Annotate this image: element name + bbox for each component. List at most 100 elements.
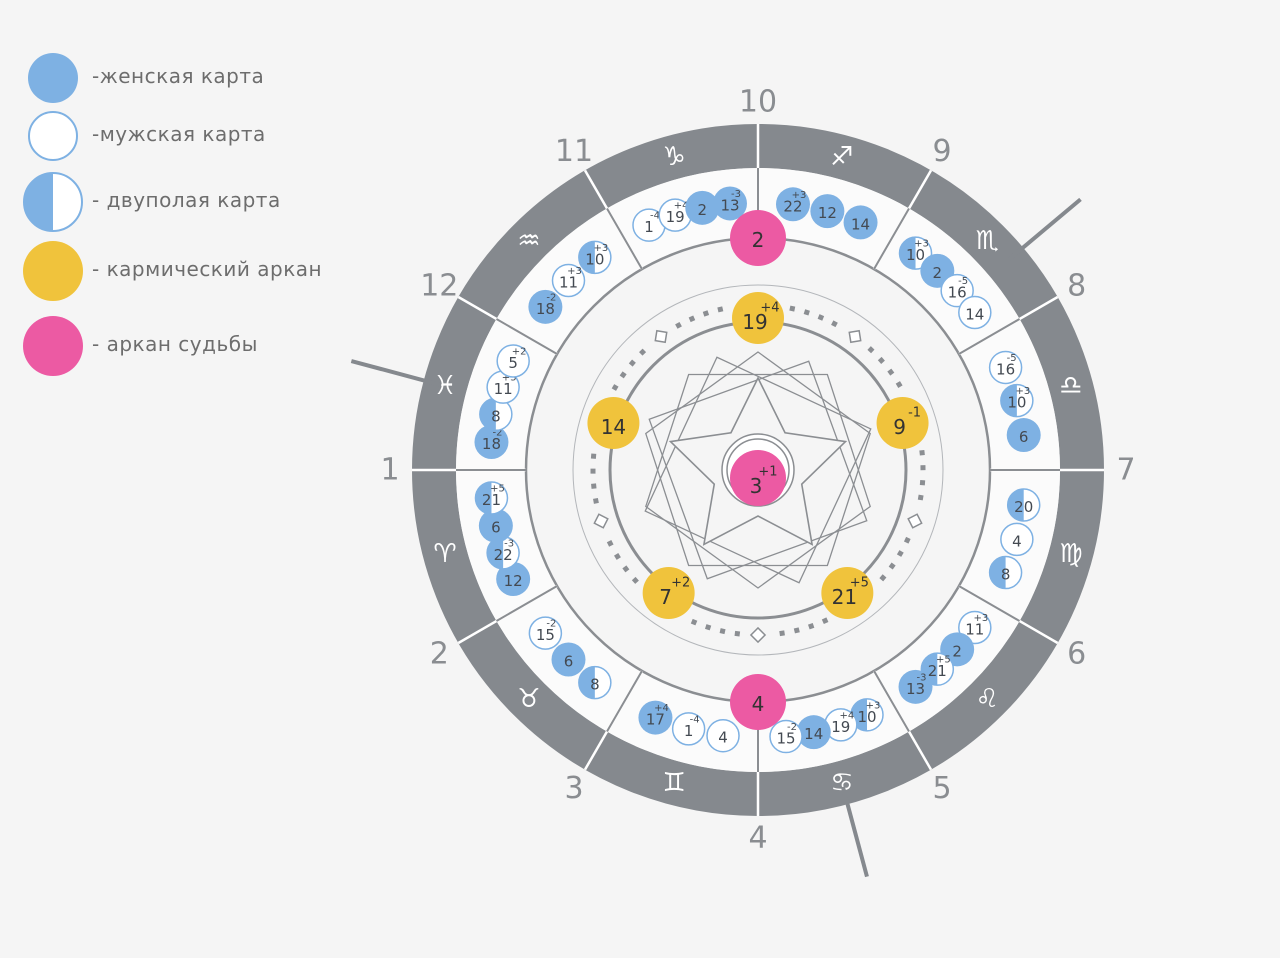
card: 6 [1006, 418, 1041, 453]
taurus-icon: ♉ [517, 684, 540, 714]
card-modifier: -5 [958, 276, 968, 287]
legend-label: -женская карта [92, 64, 265, 88]
karmic-arcana: 14 [587, 397, 640, 450]
card-value: 16 [996, 360, 1015, 378]
house-number: 1 [380, 453, 399, 488]
card-modifier: -2 [492, 427, 502, 438]
destiny-arcana: 2 [730, 210, 786, 266]
capricorn-icon: ♑ [662, 142, 685, 172]
card-modifier: +3 [1015, 386, 1030, 397]
destiny-arcana: 4 [730, 674, 786, 730]
axis-line-cancer [840, 786, 869, 878]
pentagon-outline [645, 351, 871, 567]
card-modifier: +2 [512, 346, 527, 357]
karmic-value: 9 [893, 415, 906, 439]
card-value: 20 [1014, 498, 1033, 516]
card: 8 [578, 665, 612, 700]
dot [877, 356, 885, 364]
card-modifier: +3 [593, 243, 608, 254]
dot [793, 627, 800, 634]
house-divider-inner [873, 670, 910, 733]
card-value: 2 [933, 264, 943, 282]
card-value: 8 [491, 407, 501, 425]
card-modifier: -2 [546, 292, 556, 303]
card-modifier: +4 [674, 201, 689, 212]
card-value: 10 [1007, 394, 1026, 412]
karmic-modifier: +5 [850, 575, 869, 590]
card-modifier: -5 [1007, 353, 1017, 364]
wheel: 1♈2♉3♊4♋5♌6♍7♎8♏9♐10♑11♒12♓1222-3621+586… [350, 85, 1136, 878]
card: 13-3 [712, 186, 747, 221]
card-modifier: -4 [690, 714, 700, 725]
karmic-arcana: 7+2 [642, 566, 695, 619]
axis-line-pisces [350, 359, 442, 388]
card: 10+3 [1000, 383, 1034, 418]
card-modifier: +3 [866, 700, 881, 711]
karmic-arcana: 21+5 [821, 566, 874, 619]
libra-icon: ♎ [1059, 371, 1082, 401]
house-number: 4 [748, 821, 767, 856]
house-number: 10 [739, 85, 777, 120]
karmic-value: 19 [742, 310, 767, 334]
dot [590, 453, 597, 459]
card-modifier: +4 [839, 710, 854, 721]
dot [591, 483, 597, 489]
card-value: 10 [857, 708, 876, 726]
card: 12 [496, 562, 531, 597]
legend-label: - кармический аркан [92, 257, 323, 281]
legend-item-karmic: - кармический аркан [0, 239, 360, 303]
card-modifier: +3 [914, 239, 929, 250]
dot [920, 465, 926, 471]
diamond-marker [907, 513, 923, 529]
card-modifier: -2 [546, 619, 556, 630]
house-divider-inner [495, 318, 558, 355]
card-value: 17 [646, 711, 665, 729]
card-value: 14 [804, 725, 823, 743]
house-number: 9 [932, 134, 951, 169]
card: 12 [810, 194, 845, 229]
card-modifier: -3 [917, 672, 927, 683]
legend-swatch-male [28, 111, 78, 161]
dot [895, 381, 903, 388]
card-value: 22 [494, 546, 513, 564]
square-outline [644, 356, 872, 584]
card: 19+4 [658, 198, 692, 232]
card-value: 1 [644, 218, 654, 236]
legend: -женская карта-мужская карта- двуполая к… [0, 0, 360, 400]
legend-item-male: -мужская карта [0, 104, 360, 168]
center-arcana: 3+1 [730, 450, 786, 506]
dot [606, 540, 614, 547]
card-value: 6 [564, 653, 574, 671]
leo-icon: ♌ [975, 684, 998, 714]
card-value: 2 [952, 642, 962, 660]
card: 22-3 [486, 536, 520, 570]
card-value: 15 [776, 730, 795, 748]
karmic-value: 14 [601, 415, 626, 439]
house-number: 6 [1067, 637, 1086, 672]
legend-item-destiny: - аркан судьбы [0, 314, 360, 378]
dot [688, 315, 696, 323]
diamond-marker [593, 513, 609, 529]
card: 11+3 [551, 263, 586, 298]
dot [879, 574, 887, 582]
card-value: 4 [1012, 532, 1022, 550]
dot [631, 576, 639, 584]
card-value: 10 [906, 246, 925, 264]
card: 4 [1000, 522, 1034, 557]
karmic-value: 7 [659, 585, 672, 609]
sagittarius-icon: ♐ [830, 142, 853, 172]
destiny-value: 4 [752, 692, 765, 716]
dot [717, 306, 724, 313]
legend-swatch-dual [23, 172, 83, 232]
card-modifier: +5 [936, 655, 951, 666]
card: 14 [958, 295, 992, 330]
dot [803, 309, 810, 316]
house-divider-inner [606, 207, 643, 270]
card: 8 [479, 397, 513, 432]
card-value: 14 [851, 215, 870, 233]
dot [592, 497, 599, 504]
pentagon-outline [645, 373, 871, 589]
dot [903, 536, 911, 544]
card: 10+3 [850, 698, 884, 732]
dot [919, 479, 926, 486]
